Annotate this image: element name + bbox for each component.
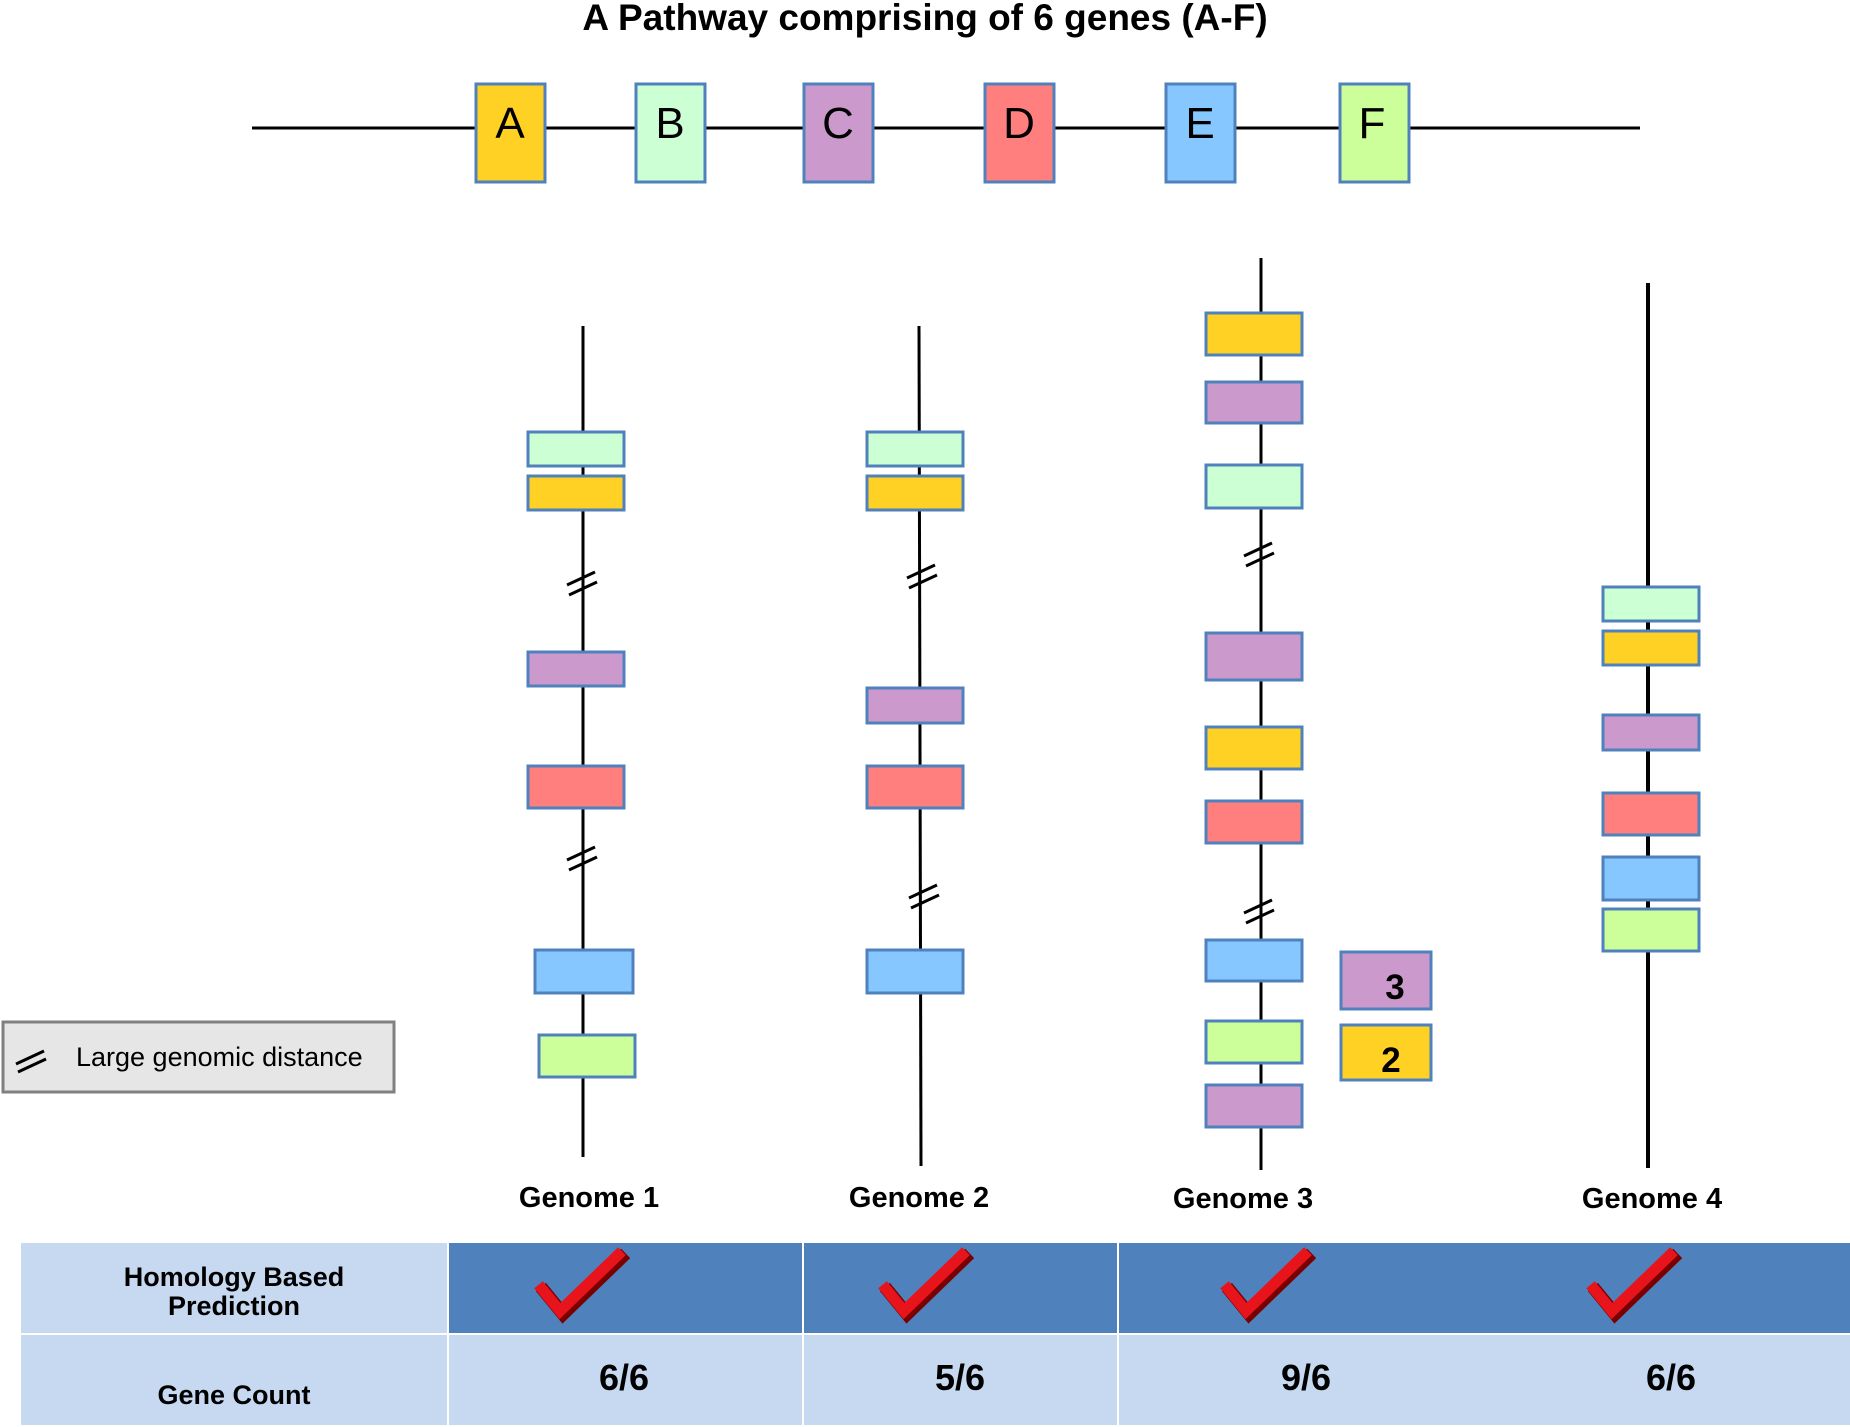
gene-box-e xyxy=(533,948,635,995)
pathway-gene-f: F xyxy=(1338,82,1411,184)
gene-box-a xyxy=(526,474,626,512)
gene-box-a xyxy=(1339,1023,1433,1082)
genome-2: Genome 2 xyxy=(849,325,989,1214)
gene-box-e xyxy=(1164,82,1237,184)
break-icon xyxy=(1243,541,1275,568)
gene-box-e xyxy=(1204,938,1304,983)
pathway-gene-a: A xyxy=(474,82,547,184)
break-icon xyxy=(566,845,598,872)
pathway-gene-d: D xyxy=(983,82,1056,184)
legend-label: Large genomic distance xyxy=(76,1042,363,1072)
gene-box-c xyxy=(1601,713,1701,752)
gene-box-c xyxy=(526,650,626,688)
genome-label: Genome 4 xyxy=(1582,1183,1722,1215)
gene-box-b xyxy=(865,430,965,468)
pathway-gene-e: E xyxy=(1164,82,1237,184)
break-icon xyxy=(908,883,940,910)
pathway-gene-c: C xyxy=(802,82,875,184)
gene-count-genome-4: 6/6 xyxy=(1646,1357,1696,1398)
genome-1: Genome 1 xyxy=(519,326,659,1214)
genome-3: 3 2 Genome 3 xyxy=(1173,258,1433,1215)
gene-box-b xyxy=(634,82,707,184)
gene-box-c xyxy=(865,686,965,725)
gene-box-f xyxy=(1204,1019,1304,1065)
checkmark-icon xyxy=(1586,1247,1683,1324)
table-row-label-cell xyxy=(21,1243,448,1334)
table-row-label-cell xyxy=(21,1334,448,1425)
gene-box-c xyxy=(1204,380,1304,425)
gene-box-d xyxy=(865,764,965,810)
row-label-homology: Homology Based xyxy=(124,1262,345,1292)
gene-letter-d: D xyxy=(1003,99,1035,148)
gene-box-a xyxy=(1204,311,1304,357)
gene-letter-e: E xyxy=(1185,99,1214,148)
copy-count-value: 3 xyxy=(1385,968,1404,1007)
genome-label: Genome 3 xyxy=(1173,1183,1313,1215)
gene-letter-f: F xyxy=(1359,99,1386,148)
gene-box-a xyxy=(474,82,547,184)
legend: Large genomic distance xyxy=(1,1020,396,1094)
table-gene-count-row xyxy=(448,1334,1850,1425)
double-slash-break-icon xyxy=(15,1049,47,1074)
gene-box-c xyxy=(802,82,875,184)
break-icon xyxy=(906,563,938,590)
gene-box-f xyxy=(1601,907,1701,953)
diagram-title: A Pathway comprising of 6 genes (A-F) xyxy=(582,0,1267,38)
gene-box-d xyxy=(1601,791,1701,837)
gene-count-genome-2: 5/6 xyxy=(935,1357,985,1398)
genome-label: Genome 2 xyxy=(849,1182,989,1214)
genome-4: Genome 4 xyxy=(1582,283,1722,1215)
gene-box-f xyxy=(1338,82,1411,184)
pathway-gene-b: B xyxy=(634,82,707,184)
break-icon xyxy=(1243,898,1275,925)
gene-letter-b: B xyxy=(655,99,684,148)
checkmark-icon xyxy=(1220,1247,1317,1324)
gene-box-a xyxy=(865,474,965,512)
checkmark-icon xyxy=(534,1247,631,1324)
gene-box-e xyxy=(865,948,965,995)
gene-box-d xyxy=(983,82,1056,184)
checkmark-icon xyxy=(878,1247,975,1324)
row-label-gene-count: Gene Count xyxy=(158,1380,311,1410)
row-label-prediction: Prediction xyxy=(168,1291,300,1321)
break-icon xyxy=(566,570,598,597)
gene-count-genome-3: 9/6 xyxy=(1281,1357,1331,1398)
copy-count-badge-c: 3 xyxy=(1339,950,1433,1011)
gene-box-d xyxy=(1204,799,1304,845)
pathway-row: A B C D E F xyxy=(252,82,1640,184)
copy-count-value: 2 xyxy=(1381,1041,1400,1080)
copy-count-badge-a: 2 xyxy=(1339,1023,1433,1082)
gene-box-c xyxy=(1204,1083,1304,1129)
gene-box-d xyxy=(526,764,626,810)
gene-count-genome-1: 6/6 xyxy=(599,1357,649,1398)
gene-box-c xyxy=(1339,950,1433,1011)
genome-label: Genome 1 xyxy=(519,1182,659,1214)
gene-box-f xyxy=(537,1033,637,1079)
gene-box-b xyxy=(1601,585,1701,623)
gene-letter-c: C xyxy=(822,99,854,148)
gene-box-b xyxy=(526,430,626,468)
gene-letter-a: A xyxy=(495,99,525,148)
legend-box xyxy=(1,1020,396,1094)
gene-box-a xyxy=(1601,629,1701,667)
gene-box-a xyxy=(1204,725,1304,771)
results-table: Homology Based Prediction Gene Count 6/6… xyxy=(21,1243,1850,1425)
gene-box-e xyxy=(1601,855,1701,902)
gene-box-b xyxy=(1204,463,1304,510)
gene-box-c xyxy=(1204,631,1304,682)
